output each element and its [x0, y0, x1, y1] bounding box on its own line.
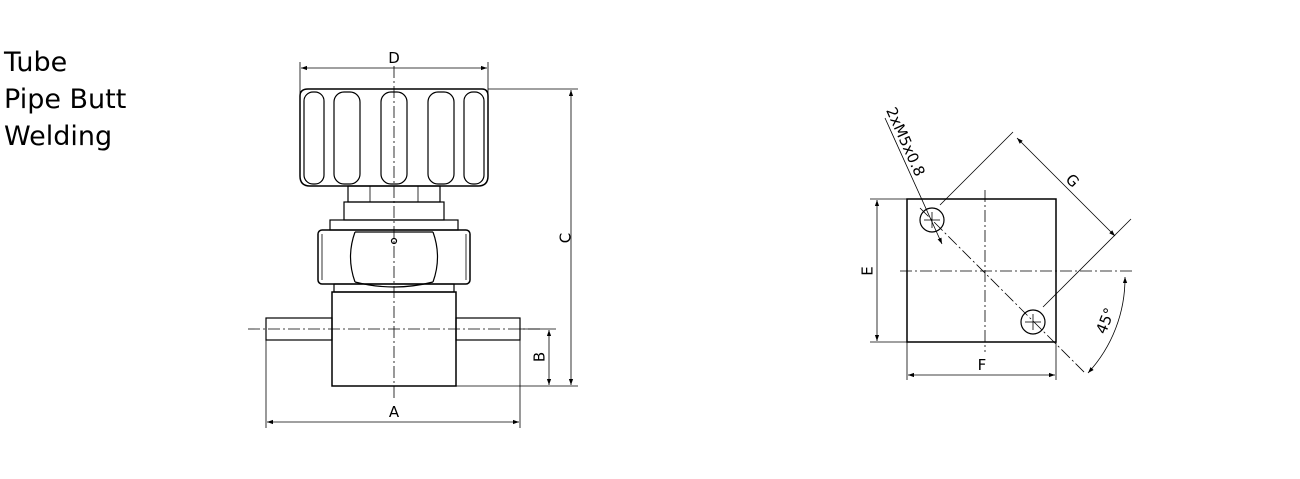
dim-label-b: B	[531, 352, 549, 362]
dim-label-c: C	[557, 233, 575, 243]
title-line-3: Welding	[4, 121, 113, 152]
side-view: D C B A	[248, 49, 578, 428]
title-line-1: Tube	[4, 47, 68, 78]
thread-callout: 2xM5x0.8	[882, 104, 928, 179]
dim-label-e: E	[859, 266, 877, 275]
title-line-2: Pipe Butt	[4, 84, 127, 115]
dim-label-a: A	[389, 403, 400, 421]
hex-nut	[317, 229, 471, 288]
dim-label-angle: 45°	[1092, 305, 1119, 336]
page-title: Tube Pipe Butt Welding	[4, 44, 126, 155]
dim-label-g: G	[1062, 170, 1083, 191]
top-view: 2xM5x0.8 G 45° E F	[859, 104, 1132, 380]
mounting-hole-bottom	[1020, 309, 1046, 335]
mounting-hole-top	[919, 207, 945, 233]
dim-label-d: D	[388, 49, 400, 67]
dim-label-f: F	[978, 356, 987, 374]
